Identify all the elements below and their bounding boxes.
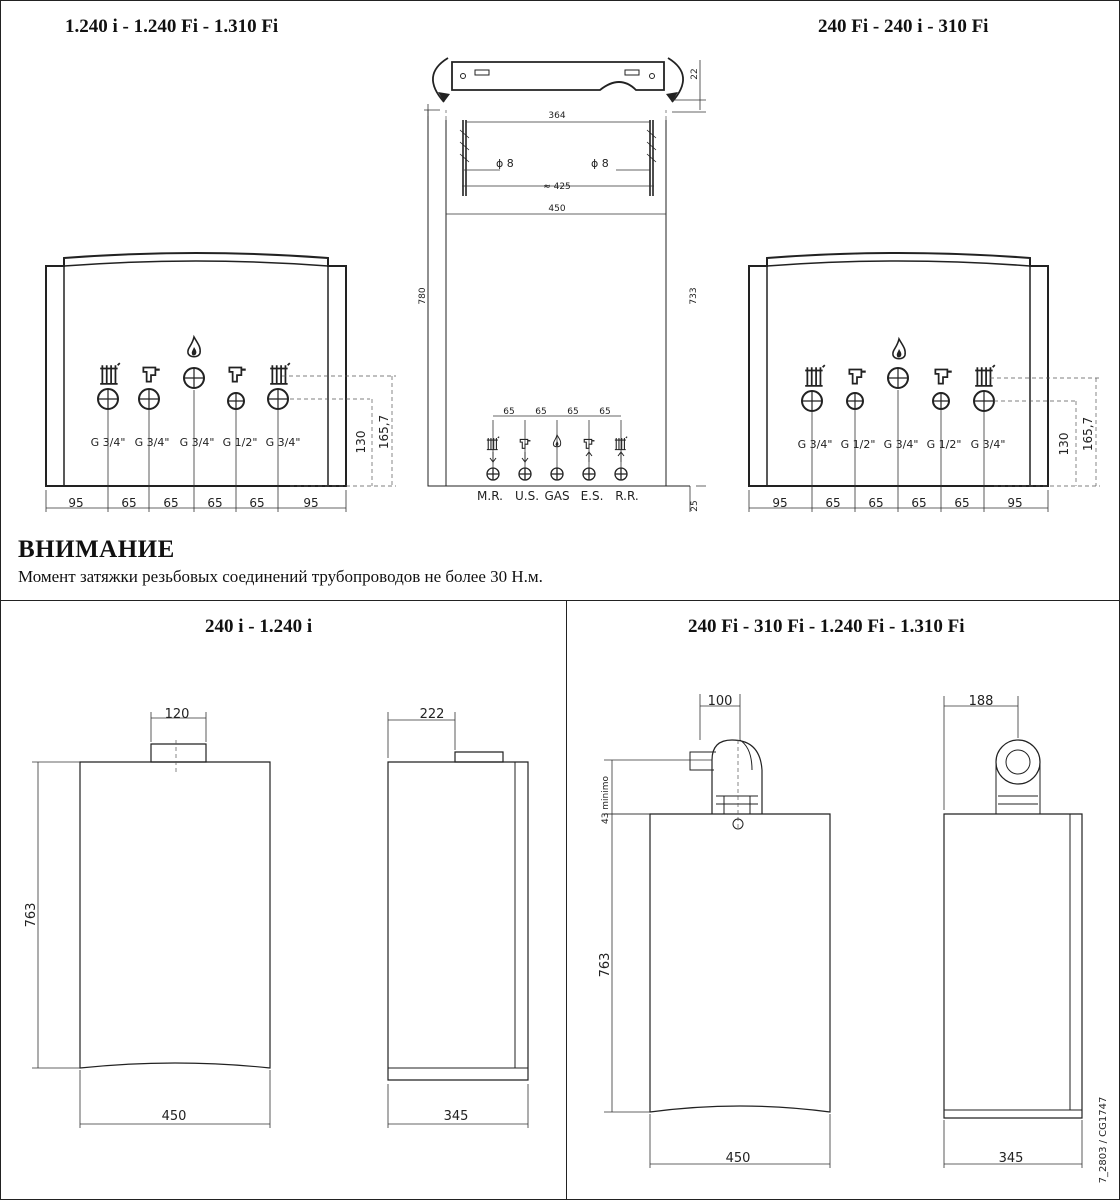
connection-icons-right [804, 338, 996, 387]
warning-heading: ВНИМАНИЕ [18, 536, 175, 563]
br-front-view: 100 43 minimo 763 450 [598, 694, 831, 1168]
dim-65: 65 [868, 496, 883, 510]
dim-450: 450 [162, 1109, 187, 1124]
conn-label: G 3/4" [135, 436, 170, 449]
dim-130: 130 [354, 431, 368, 454]
dim-780: 780 [418, 287, 428, 304]
dim-733: 733 [689, 287, 699, 304]
title-top-left: 1.240 i - 1.240 Fi - 1.310 Fi [65, 16, 279, 37]
dim-95: 95 [1007, 496, 1022, 510]
dim-450: 450 [726, 1151, 751, 1166]
dim-65: 65 [207, 496, 222, 510]
drawing-code: 7_2803 / CG1747 [1098, 1097, 1109, 1184]
dim-120: 120 [165, 707, 190, 722]
tap-icon [848, 368, 867, 385]
radiator-icon [974, 364, 996, 387]
dim-364: 364 [548, 111, 565, 121]
radiator-icon [99, 362, 121, 385]
dim-65: 65 [825, 496, 840, 510]
pipe-label-rr: R.R. [615, 489, 638, 503]
tap-icon [934, 368, 953, 385]
dim-345: 345 [444, 1109, 469, 1124]
conn-label: G 3/4" [180, 436, 215, 449]
mounting-template: 22 364 ϕ 8 ϕ 8 ≈ 425 450 780 733 25 65 6… [418, 57, 706, 512]
gas-flame-icon [892, 338, 907, 360]
dim-763: 763 [24, 903, 39, 928]
radiator-icon [804, 364, 826, 387]
pipe-label-us: U.S. [515, 489, 539, 503]
br-side-view: 188 345 7_2803 / CG1747 [943, 694, 1109, 1184]
dim-763: 763 [598, 953, 613, 978]
conn-label: G 1/2" [927, 438, 962, 451]
title-top-right: 240 Fi - 240 i - 310 Fi [818, 16, 989, 37]
title-bottom-left: 240 i - 1.240 i [205, 616, 313, 637]
dim-95: 95 [303, 496, 318, 510]
vertical-divider [566, 600, 567, 1200]
dim-22: 22 [690, 68, 700, 79]
dim-345: 345 [999, 1151, 1024, 1166]
pipe-label-es: E.S. [581, 489, 604, 503]
conn-label: G 3/4" [266, 436, 301, 449]
dim-43-minimo: 43 minimo [601, 775, 611, 824]
bl-front-view: 120 763 450 [24, 707, 271, 1128]
conn-label: G 3/4" [798, 438, 833, 451]
conn-label: G 1/2" [841, 438, 876, 451]
dim-65: 65 [121, 496, 136, 510]
dim-65: 65 [163, 496, 178, 510]
dim-25: 25 [690, 500, 700, 511]
pipe-spacing: 65 [599, 407, 610, 417]
pipe-spacing: 65 [535, 407, 546, 417]
dim-phi-8: ϕ 8 [591, 157, 609, 170]
bl-side-view: 222 345 [387, 707, 529, 1128]
dim-165-7: 165,7 [1081, 417, 1095, 451]
conn-label: G 3/4" [971, 438, 1006, 451]
horizontal-divider [0, 600, 1120, 601]
dim-100: 100 [708, 694, 733, 709]
dim-165-7: 165,7 [377, 415, 391, 449]
tap-icon [142, 366, 161, 383]
mounting-bracket [451, 61, 665, 91]
pipe-label-mr: M.R. [477, 489, 503, 503]
warning-text: Момент затяжки резьбовых соединений труб… [18, 567, 543, 586]
pipe-spacing: 65 [503, 407, 514, 417]
pipe-label-gas: GAS [544, 489, 569, 503]
connection-icons-left [99, 336, 291, 385]
pipe-spacing: 65 [567, 407, 578, 417]
dim-95: 95 [772, 496, 787, 510]
dim-65: 65 [911, 496, 926, 510]
conn-label: G 1/2" [223, 436, 258, 449]
dim-65: 65 [954, 496, 969, 510]
dim-95: 95 [68, 496, 83, 510]
conn-label: G 3/4" [884, 438, 919, 451]
dim-130: 130 [1057, 433, 1071, 456]
tap-icon [228, 366, 247, 383]
gas-flame-icon [187, 336, 202, 358]
radiator-icon [269, 362, 291, 385]
dim-65: 65 [249, 496, 264, 510]
dim-phi-8: ϕ 8 [496, 157, 514, 170]
title-bottom-right: 240 Fi - 310 Fi - 1.240 Fi - 1.310 Fi [688, 616, 965, 637]
front-view-left: G 3/4" G 3/4" G 3/4" G 1/2" G 3/4" 95 65… [45, 252, 396, 512]
dim-450: 450 [548, 204, 565, 214]
dim-188: 188 [969, 694, 994, 709]
dim-425: ≈ 425 [543, 182, 571, 192]
front-view-right: G 3/4" G 1/2" G 3/4" G 1/2" G 3/4" 95 65… [748, 252, 1100, 512]
dim-222: 222 [420, 707, 445, 722]
